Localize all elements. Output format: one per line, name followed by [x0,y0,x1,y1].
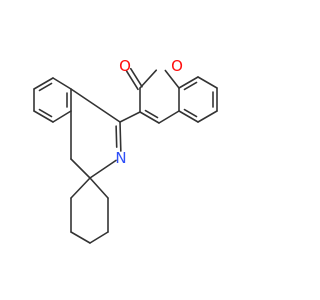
molecule-structure: O O N [33,57,218,244]
atom-label-ring-oxygen: O [171,57,183,75]
bond-c2-oc-second [125,70,139,91]
bond-sp-ch2 [70,158,91,179]
atom-label-carbonyl-oxygen: O [119,57,131,75]
bond-c8-n-second [115,125,118,148]
atom-label-layer: O O N [115,57,183,167]
bond-b3-b4 [197,110,218,123]
bond-a6-a1 [33,77,54,90]
bond-c8-n [119,121,122,152]
bond-c4a-c4 [158,110,180,124]
bond-layer [33,67,218,244]
bond-o1-c8a [164,69,180,89]
bond-c8a-b1-second [183,81,198,91]
bond-c8a-b1 [178,76,199,89]
bond-c4-c3 [139,111,160,124]
bond-a5-c8 [70,88,121,123]
bond-a2-a3-second [38,108,53,118]
bond-y5-sp [70,177,91,199]
bond-b4-c4a [178,110,199,123]
bond-b1-b2 [197,76,218,89]
bond-a6-a1-second [38,82,53,92]
bond-sp-y1 [89,177,109,199]
bond-c2-o1 [139,69,158,89]
bond-c2-oc [129,67,143,88]
bond-y3-y4 [70,231,91,244]
bond-a5-a6 [52,77,72,90]
bond-n-sp [89,159,117,179]
bond-a2-a3 [33,110,54,123]
bond-b4-c4a-second [183,108,198,118]
bond-a3-a4 [52,110,72,123]
bond-y2-y3 [89,231,109,244]
bond-c8-c3 [119,111,141,123]
bond-c4-c3-second [144,109,159,119]
atom-label-imine-nitrogen: N [115,149,126,167]
